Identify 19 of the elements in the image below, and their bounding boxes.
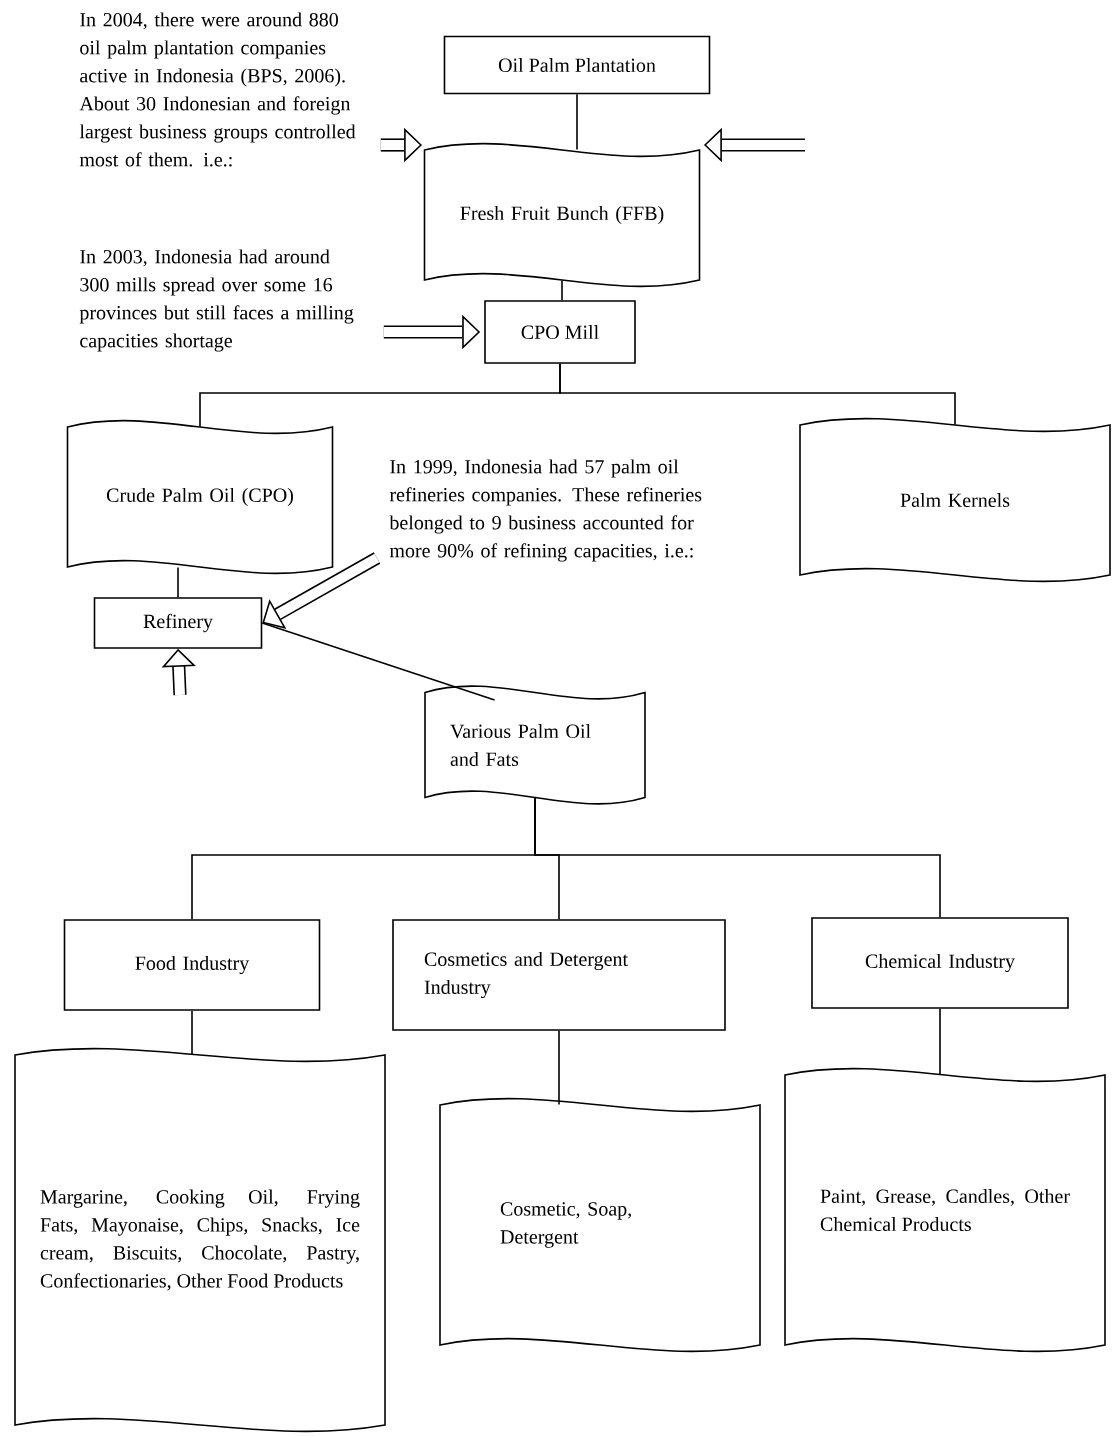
process-box: Cosmetics and Detergent Industry — [392, 919, 726, 1031]
note-text: In 2004, there were around 880 oil palm plantation companies active in Indonesia (BPS, 2006). About 30 Indonesian and foreign largest business groups controlled most of them. i.e.: — [79, 12, 356, 167]
block-arrow — [262, 552, 381, 630]
connector-line — [534, 797, 941, 918]
process-box: Oil Palm Plantation — [443, 35, 711, 95]
process-box: CPO Mill — [484, 300, 636, 364]
process-box: Chemical Industry — [811, 917, 1069, 1009]
connector-line — [576, 93, 578, 151]
connector-line — [561, 279, 563, 302]
process-box: Food Industry — [63, 919, 321, 1011]
connector-line — [939, 1008, 941, 1076]
note-text: In 1999, Indonesia had 57 palm oil refineries companies. These refineries belonged to 9 business accounted for more 90% of refining capacities, i.e.: — [389, 459, 702, 562]
process-box: Refinery — [93, 597, 263, 649]
connector-line — [191, 1010, 193, 1056]
connector-line — [558, 1030, 560, 1106]
connector-line — [177, 566, 179, 598]
connector-line — [559, 363, 956, 426]
note-text: In 2003, Indonesia had around 300 mills spread over some 16 provinces but still faces a milling capacities shortage — [79, 249, 354, 352]
connector-line — [261, 622, 496, 701]
